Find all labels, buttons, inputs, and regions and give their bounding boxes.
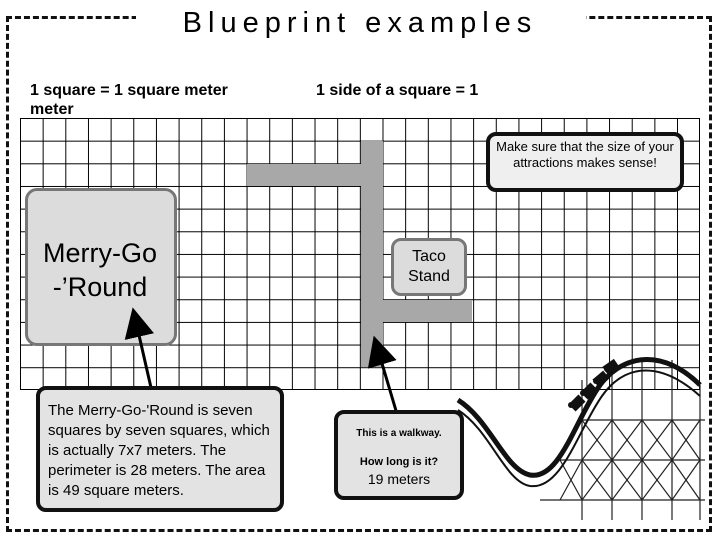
taco-stand-label: Taco Stand <box>408 248 450 285</box>
walkway-callout <box>334 410 464 500</box>
walkway-bottom-segment <box>361 300 472 322</box>
taco-stand-area <box>391 238 467 296</box>
walkway-answer: 19 meters <box>367 471 431 487</box>
merry-go-round-note: The Merry-Go-'Round is seven squares by … <box>48 402 270 499</box>
walkway-arrow <box>367 335 399 415</box>
title-background <box>136 6 586 30</box>
tip-text: Make sure that the size of your attracti… <box>496 139 674 170</box>
scale-label-side: 1 side of a square = 1 <box>316 82 479 99</box>
walkway-note: This is a walkway. <box>356 428 442 439</box>
walkway-question: How long is it? <box>359 456 439 468</box>
walkway-top-segment <box>247 164 383 186</box>
merry-go-round-callout <box>36 386 284 512</box>
roller-coaster-drawing <box>455 357 705 520</box>
merry-go-round-label: Merry-Go -’Round <box>43 238 157 302</box>
scale-label-area: 1 square = 1 square meter meter <box>30 82 228 118</box>
page-title: Blueprint examples <box>182 7 538 39</box>
merry-arrow <box>124 307 154 393</box>
tip-callout <box>486 132 684 192</box>
